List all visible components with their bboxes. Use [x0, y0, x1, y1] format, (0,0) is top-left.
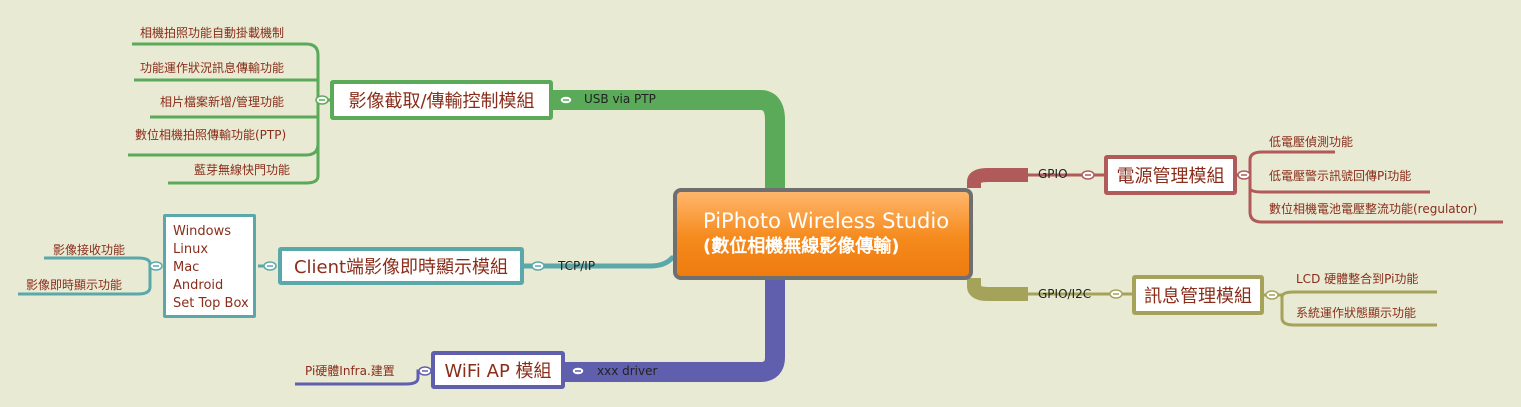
- central-subtitle: (數位相機無線影像傳輸): [703, 236, 900, 257]
- platform-item: Linux: [173, 242, 209, 257]
- client-leaf[interactable]: 影像接收功能: [53, 243, 126, 257]
- edge-label-usb: USB via PTP: [584, 92, 656, 106]
- platform-item: Windows: [173, 224, 232, 239]
- wifi-module-node[interactable]: WiFi AP 模組: [431, 351, 565, 389]
- central-title: PiPhoto Wireless Studio: [703, 209, 950, 233]
- power-module-node[interactable]: 電源管理模組: [1104, 155, 1237, 195]
- power-leaf[interactable]: 低電壓警示訊號回傳Pi功能: [1269, 169, 1412, 183]
- collapse-toggles: [149, 95, 1279, 376]
- central-topic[interactable]: PiPhoto Wireless Studio (數位相機無線影像傳輸): [673, 188, 973, 280]
- edge-label-gpio-i2c: GPIO/I2C: [1038, 287, 1092, 301]
- client-module-node[interactable]: Client端影像即時顯示模組: [278, 247, 524, 285]
- platform-item: Android: [173, 278, 224, 293]
- capture-leaf[interactable]: 相機拍照功能自動掛載機制: [140, 26, 285, 40]
- capture-leaf[interactable]: 相片檔案新增/管理功能: [160, 95, 285, 109]
- capture-leaf[interactable]: 功能運作狀況訊息傳輸功能: [140, 61, 285, 75]
- capture-leaf-lines: [128, 42, 330, 185]
- message-leaf-lines: [1264, 290, 1437, 327]
- client-leaf[interactable]: 影像即時顯示功能: [26, 278, 123, 292]
- platform-list[interactable]: Windows Linux Mac Android Set Top Box: [163, 214, 256, 318]
- edge-label-tcpip: TCP/IP: [558, 259, 596, 273]
- message-module-node[interactable]: 訊息管理模組: [1132, 275, 1264, 315]
- platform-item: Set Top Box: [173, 296, 249, 311]
- capture-leaf[interactable]: 數位相機拍照傳輸功能(PTP): [135, 128, 287, 142]
- edge-label-driver: xxx driver: [597, 364, 658, 378]
- power-leaf[interactable]: 低電壓偵測功能: [1269, 135, 1354, 149]
- message-leaf[interactable]: 系統運作狀態顯示功能: [1296, 306, 1417, 320]
- message-leaf[interactable]: LCD 硬體整合到Pi功能: [1296, 272, 1419, 286]
- capture-module-node[interactable]: 影像截取/傳輸控制模組: [330, 80, 553, 120]
- platform-item: Mac: [173, 260, 200, 275]
- power-leaf[interactable]: 數位相機電池電壓整流功能(regulator): [1269, 202, 1478, 216]
- wifi-leaf[interactable]: Pi硬體Infra.建置: [305, 364, 395, 378]
- edge-label-gpio: GPIO: [1038, 167, 1068, 181]
- power-leaf-lines: [1237, 150, 1503, 224]
- capture-leaf[interactable]: 藍芽無線快門功能: [194, 163, 291, 177]
